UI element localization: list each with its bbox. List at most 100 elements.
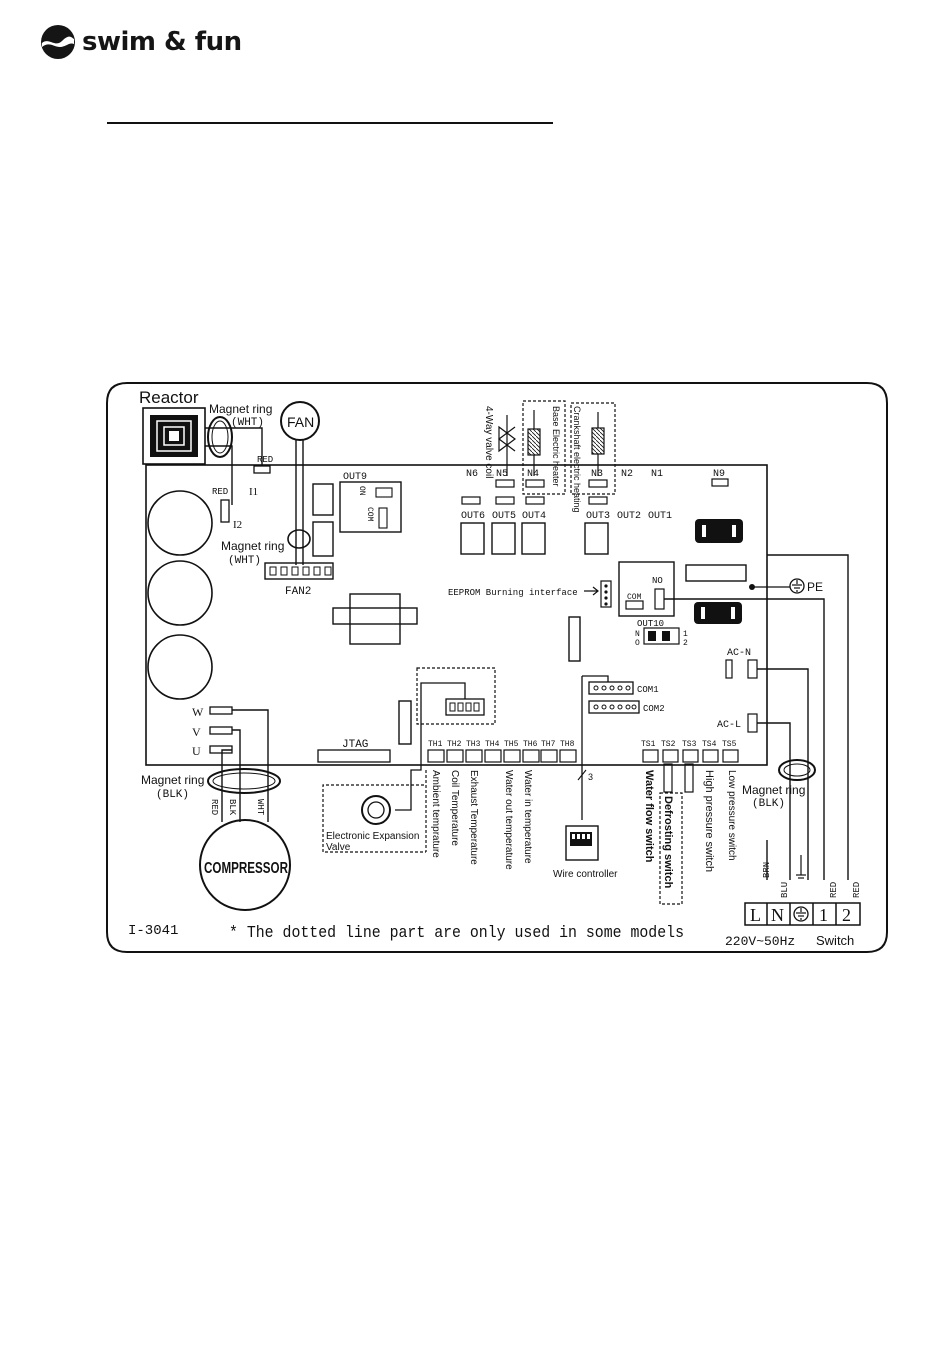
compressor-wire-blk: BLK: [227, 799, 237, 816]
out3-label: OUT3: [586, 511, 610, 522]
out4-label: OUT4: [522, 511, 546, 522]
relay-no-label: NO: [652, 576, 663, 586]
red-wire-label-1: RED: [257, 455, 273, 465]
out9-on-label: ON: [357, 486, 366, 496]
magnet-ring-label-4: Magnet ring: [742, 783, 805, 797]
com1-connector: [588, 681, 634, 695]
magnet-ring-label-3: Magnet ring: [141, 773, 204, 787]
v-label: V: [192, 725, 201, 739]
eev-icon: [361, 795, 391, 825]
switch-low-pressure: Low pressure switch: [726, 770, 737, 861]
out9-label: OUT9: [343, 472, 367, 483]
crankshaft-heater-box: [570, 402, 616, 495]
fan-motor: [280, 401, 320, 441]
ts2-label: TS2: [661, 740, 676, 749]
control-board: [145, 464, 768, 766]
sensor-water-in: Water in temperature: [522, 770, 533, 864]
magnet-ring-label-1: Magnet ring: [209, 402, 272, 416]
terminal-wire-blu: BLU: [780, 882, 790, 898]
n6-label: N6: [466, 469, 478, 480]
terminal-wire-red-2: RED: [852, 882, 862, 898]
terminal-block: [744, 902, 861, 926]
out10-label: OUT10: [637, 619, 664, 629]
n2-label: N2: [621, 469, 633, 480]
eeprom-label: EEPROM Burning interface: [448, 588, 578, 598]
out10-o-label: O: [635, 639, 640, 648]
ts1-label: TS1: [641, 740, 656, 749]
magnet-ring-color-4: (BLK): [752, 798, 785, 810]
terminal-n: N: [771, 905, 784, 925]
wire-controller-label: Wire controller: [553, 869, 618, 880]
n3-label: N3: [591, 469, 603, 480]
crankshaft-heater-label: Crankshaft electric heating: [572, 406, 582, 513]
i2-label: I2: [233, 519, 242, 531]
eev-connector-box: [416, 667, 496, 725]
th3-label: TH3: [466, 740, 481, 749]
wire-count-label: 3: [588, 772, 593, 782]
w-label: W: [192, 705, 204, 719]
terminal-l: L: [750, 905, 761, 925]
magnet-ring-color-1: (WHT): [231, 417, 264, 429]
board-transformer: [349, 593, 401, 645]
i1-label: I1: [249, 486, 258, 498]
earth-ground-icon: [793, 906, 809, 922]
sensor-water-out: Water out temperature: [503, 770, 514, 870]
fan2-connector: [264, 562, 334, 580]
th6-label: TH6: [523, 740, 538, 749]
main-relay-box: [618, 561, 675, 617]
brand-logo: swim & fun: [40, 22, 242, 62]
com2-connector: [588, 700, 640, 714]
switch-label: Switch: [816, 933, 854, 948]
capacitor-3: [147, 634, 213, 700]
relay-com-label: COM: [627, 593, 642, 602]
n5-label: N5: [496, 469, 508, 480]
terminal-2: 2: [842, 905, 851, 925]
ts3-label: TS3: [682, 740, 697, 749]
terminal-wire-brn: BRN: [762, 862, 772, 878]
magnet-ring-wht-fan: [287, 529, 311, 549]
out5-label: OUT5: [492, 511, 516, 522]
eev-label-line2: Valve: [326, 842, 351, 853]
sensor-exhaust: Exhaust Temperature: [468, 770, 479, 865]
wire-controller-icon: [565, 825, 599, 861]
magnet-ring-label-2: Magnet ring: [221, 539, 284, 553]
out9-relay: [339, 481, 402, 533]
supply-label: 220V~50Hz: [725, 934, 795, 949]
out1-label: OUT1: [648, 511, 672, 522]
com1-label: COM1: [637, 685, 659, 695]
reactor-label: Reactor: [139, 388, 199, 407]
fuse-2: [694, 602, 742, 624]
magnet-ring-color-3: (BLK): [156, 789, 189, 801]
jtag-label: JTAG: [342, 739, 368, 751]
ts4-label: TS4: [702, 740, 717, 749]
compressor-icon: [199, 819, 291, 911]
pe-label: PE: [807, 580, 823, 594]
base-heater-label: Base Electric heater: [551, 406, 561, 487]
jtag-connector: [317, 749, 391, 763]
magnet-ring-blk-mains: [778, 759, 816, 781]
magnet-ring-wht-top: [207, 416, 233, 458]
u-label: U: [192, 744, 201, 758]
i1-connector: [253, 465, 271, 474]
fan2-label: FAN2: [285, 586, 311, 598]
th1-label: TH1: [428, 740, 443, 749]
compressor-wire-wht: WHT: [255, 799, 265, 816]
out2-label: OUT2: [617, 511, 641, 522]
capacitor-1: [147, 490, 213, 556]
terminal-wire-red-1: RED: [829, 882, 839, 898]
diagram-frame: [106, 382, 888, 953]
four-way-valve-label: 4-Way valve coil: [483, 406, 494, 478]
model-label: I-3041: [128, 923, 178, 939]
th2-label: TH2: [447, 740, 462, 749]
out6-label: OUT6: [461, 511, 485, 522]
ac-l-label: AC-L: [717, 720, 741, 731]
th8-label: TH8: [560, 740, 575, 749]
th5-label: TH5: [504, 740, 519, 749]
out10-1-label: 1: [683, 630, 688, 639]
compressor-label: COMPRESSOR: [204, 860, 288, 877]
th4-label: TH4: [485, 740, 500, 749]
magnet-ring-blk-compressor: [207, 768, 281, 794]
n1-label: N1: [651, 469, 663, 480]
out10-2-label: 2: [683, 639, 688, 648]
